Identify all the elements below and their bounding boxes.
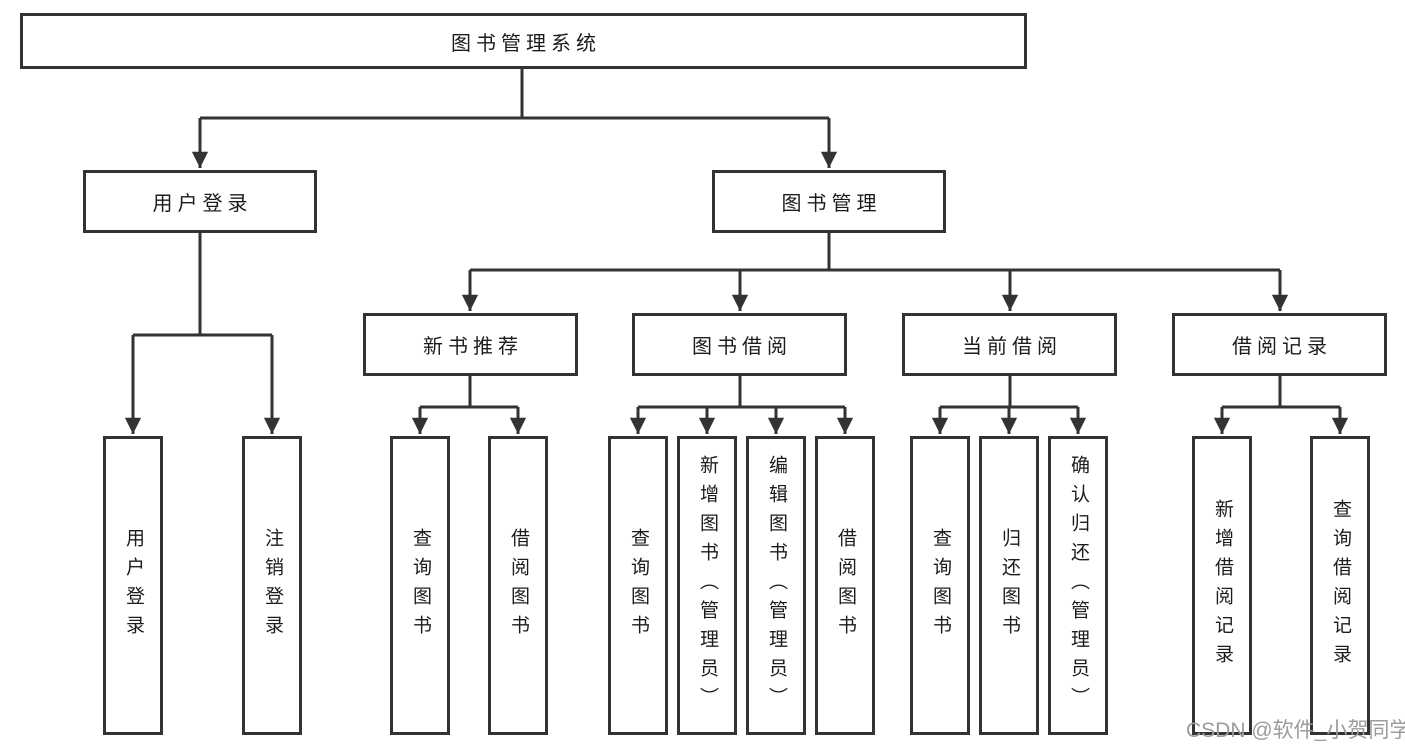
- edge-current-trunk: [940, 376, 1078, 409]
- leaf-query-book-borrow-label: 查询图书: [628, 527, 649, 644]
- leaf-query-book-current: 查询图书: [910, 436, 970, 735]
- leaf-query-book-borrow: 查询图书: [608, 436, 668, 735]
- leaf-return-book: 归还图书: [979, 436, 1039, 735]
- leaf-add-book-admin-label: 新增图书（管理员）: [697, 455, 718, 716]
- node-book-management-label: 图书管理: [781, 193, 882, 215]
- edge-bookmgr-trunk: [470, 233, 1280, 272]
- leaf-edit-book-admin: 编辑图书（管理员）: [746, 436, 806, 735]
- leaf-user-login: 用户登录: [103, 436, 163, 735]
- node-current-borrow: 当前借阅: [902, 313, 1117, 376]
- csdn-watermark: CSDN @软件_小贺同学: [1186, 719, 1405, 742]
- node-user-login: 用户登录: [83, 170, 317, 233]
- node-new-book-recommend-label: 新书推荐: [423, 336, 523, 358]
- node-borrow-record-label: 借阅记录: [1232, 336, 1332, 358]
- node-root-system: 图书管理系统: [20, 13, 1027, 69]
- edge-borrow-trunk: [638, 376, 845, 409]
- leaf-query-borrow-record: 查询借阅记录: [1310, 436, 1370, 735]
- node-book-borrow: 图书借阅: [632, 313, 847, 376]
- leaf-query-book-recommend: 查询图书: [390, 436, 450, 735]
- leaf-confirm-return-admin: 确认归还（管理员）: [1048, 436, 1108, 735]
- leaf-borrow-book-label: 借阅图书: [835, 527, 856, 644]
- leaf-confirm-return-admin-label: 确认归还（管理员）: [1068, 455, 1089, 716]
- leaf-borrow-book-recommend: 借阅图书: [488, 436, 548, 735]
- leaf-add-borrow-record-label: 新增借阅记录: [1212, 498, 1233, 673]
- leaf-query-book-current-label: 查询图书: [930, 527, 951, 644]
- leaf-user-login-label: 用户登录: [123, 527, 144, 644]
- node-book-management: 图书管理: [712, 170, 946, 233]
- node-current-borrow-label: 当前借阅: [962, 336, 1062, 358]
- leaf-edit-book-admin-label: 编辑图书（管理员）: [766, 455, 787, 716]
- edge-root-trunk: [200, 69, 829, 120]
- leaf-return-book-label: 归还图书: [999, 527, 1020, 644]
- leaf-query-borrow-record-label: 查询借阅记录: [1330, 498, 1351, 673]
- edge-record-trunk: [1222, 376, 1340, 409]
- node-book-borrow-label: 图书借阅: [692, 336, 792, 358]
- leaf-logout-label: 注销登录: [262, 527, 283, 644]
- edge-login-trunk: [133, 233, 272, 337]
- node-new-book-recommend: 新书推荐: [363, 313, 578, 376]
- leaf-borrow-book: 借阅图书: [815, 436, 875, 735]
- edge-newbook-trunk: [420, 376, 518, 409]
- leaf-borrow-book-recommend-label: 借阅图书: [508, 527, 529, 644]
- leaf-logout: 注销登录: [242, 436, 302, 735]
- node-borrow-record: 借阅记录: [1172, 313, 1387, 376]
- node-root-label: 图书管理系统: [451, 32, 601, 55]
- leaf-query-book-recommend-label: 查询图书: [410, 527, 431, 644]
- node-user-login-label: 用户登录: [152, 193, 253, 215]
- leaf-add-borrow-record: 新增借阅记录: [1192, 436, 1252, 735]
- leaf-add-book-admin: 新增图书（管理员）: [677, 436, 737, 735]
